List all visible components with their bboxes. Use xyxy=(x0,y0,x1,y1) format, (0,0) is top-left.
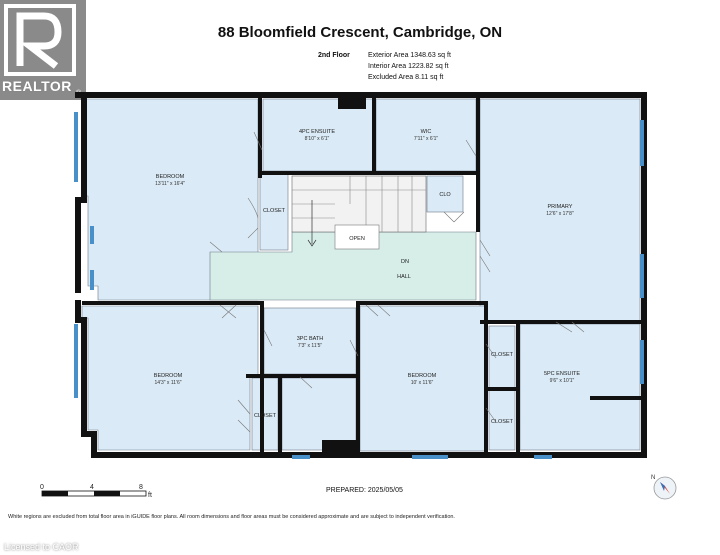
primary-dim: 12'6" x 17'8" xyxy=(546,211,574,217)
realtor-logo-text: REALTOR xyxy=(2,78,72,94)
interior-walls xyxy=(82,95,644,457)
licensed-watermark: Licensed to CAOR xyxy=(4,542,79,552)
door-swings xyxy=(209,131,585,433)
scale-tick-8: 8 xyxy=(139,484,143,491)
compass-north-label: N xyxy=(651,475,655,481)
windows xyxy=(74,112,644,459)
closet-4-fill xyxy=(488,389,516,451)
staircase xyxy=(291,175,427,250)
interior-area: Interior Area 1223.82 sq ft xyxy=(368,63,449,70)
prepared-date: PREPARED: 2025/05/05 xyxy=(326,487,403,494)
open-box xyxy=(334,224,380,250)
closet-1-fill xyxy=(259,171,289,251)
primary-label: PRIMARY xyxy=(548,204,573,210)
ensuite-5pc-dim: 9'6" x 10'1" xyxy=(550,378,575,384)
closet-2-label: CLOSET xyxy=(254,413,277,419)
bedroom-3-label: BEDROOM xyxy=(408,373,437,379)
ensuite-5pc-label: 5PC ENSUITE xyxy=(544,371,580,377)
clo-label: CLO xyxy=(439,192,451,198)
plan-title: 88 Bloomfield Crescent, Cambridge, ON xyxy=(217,24,503,41)
exterior-wall xyxy=(75,92,647,458)
scale-unit: ft xyxy=(148,492,152,499)
bedroom-3-dim: 10' x 11'6" xyxy=(411,380,434,386)
logo-frame xyxy=(4,4,76,76)
closet-2-fill xyxy=(251,377,279,451)
realtor-logo: ® xyxy=(0,0,86,100)
logo-r-icon xyxy=(16,12,62,69)
dn-label: DN xyxy=(401,259,409,265)
disclaimer: White regions are excluded from total fl… xyxy=(8,514,455,520)
closet-1-label: CLOSET xyxy=(263,208,286,214)
scale-tick-0: 0 xyxy=(40,484,44,491)
closet-3-fill xyxy=(488,325,516,389)
primary-fill xyxy=(479,98,641,322)
exterior-area: Exterior Area 1348.63 sq ft xyxy=(368,52,451,59)
closet-3-label: CLOSET xyxy=(491,352,514,358)
closet-4-label: CLOSET xyxy=(491,419,514,425)
bedroom-1-dim: 13'11" x 16'4" xyxy=(155,181,185,187)
ensuite-4pc-dim: 8'10" x 6'1" xyxy=(305,136,330,142)
bedroom-2-label: BEDROOM xyxy=(154,373,183,379)
bedroom-3-fill xyxy=(359,305,487,452)
wic-label: WIC xyxy=(421,129,432,135)
bedroom-2-dim: 14'3" x 11'6" xyxy=(154,380,181,386)
bedroom-1-label: BEDROOM xyxy=(156,174,185,180)
compass-icon: N xyxy=(651,475,677,500)
wall-block-top xyxy=(338,95,366,109)
wic-dim: 7'11" x 6'1" xyxy=(414,136,438,142)
excluded-area: Excluded Area 8.11 sq ft xyxy=(368,74,444,81)
open-label: OPEN xyxy=(349,236,365,242)
wic-fill xyxy=(375,98,477,172)
ensuite-4pc-label: 4PC ENSUITE xyxy=(299,129,335,135)
hall-label: HALL xyxy=(397,274,411,280)
floor-label: 2nd Floor xyxy=(318,52,350,59)
ensuite-5pc-fill xyxy=(519,323,641,451)
stair-arrow-icon xyxy=(307,200,317,247)
bath-3pc-fill xyxy=(263,307,357,375)
ensuite-4pc-fill xyxy=(262,98,374,172)
bath-annex-fill xyxy=(281,377,357,451)
wall-block-bottom xyxy=(322,440,358,455)
floor-plan: BEDROOM 13'11" x 16'4" 4PC ENSUITE 8'10"… xyxy=(40,92,677,500)
clo-fill xyxy=(426,175,464,213)
bath-3pc-dim: 7'3" x 11'5" xyxy=(298,343,322,349)
scale-bar: 0 4 8 ft xyxy=(40,484,152,499)
bath-3pc-label: 3PC BATH xyxy=(297,336,324,342)
scale-tick-4: 4 xyxy=(90,484,94,491)
